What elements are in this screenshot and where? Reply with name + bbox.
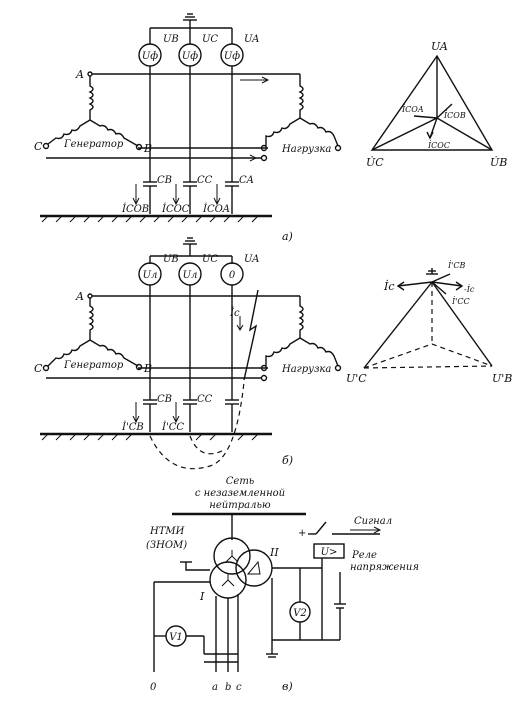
vector-label: U̇B: [490, 156, 507, 169]
cap-label: CA: [239, 175, 254, 186]
meter-label: Uф: [142, 51, 158, 62]
phase-voltage-label: UC: [202, 34, 218, 45]
generator-label: Генератор: [63, 139, 124, 150]
current-label: İCOA: [202, 203, 230, 215]
vector-label: İc: [383, 279, 395, 293]
generator-winding-a: C B Генератор: [34, 76, 152, 155]
caption-c: в): [282, 680, 293, 693]
current-label: İCOB: [121, 203, 149, 215]
voltmeter-a-a: Uф: [220, 43, 244, 67]
vector-label: İ'CB: [447, 261, 465, 270]
voltmeter-a-b: 0: [220, 262, 244, 286]
phase-voltage-label: UB: [163, 254, 179, 265]
vector-label: İCOB: [443, 111, 466, 120]
transformer-alt-label: (ЗНОМ): [146, 540, 187, 551]
current-label: İ'CC: [161, 421, 184, 433]
phase-voltage-label: UC: [202, 254, 218, 265]
ground-symbol-top-a: [149, 13, 233, 44]
network-label-line1: Сеть: [226, 476, 255, 487]
vector-label: UA: [431, 40, 448, 53]
node-c-label: C: [34, 140, 43, 153]
capacitor-c-a: [183, 181, 197, 214]
node-b-label: B: [143, 362, 152, 375]
generator-label: Генератор: [63, 360, 124, 371]
meter-label: Uл: [183, 270, 198, 281]
signal-label: Сигнал: [354, 516, 392, 527]
generator-winding-b: C B Генератор: [34, 298, 152, 375]
capacitor-b-a: [143, 181, 157, 214]
meter-label: Uф: [182, 51, 198, 62]
phase-voltage-label: UA: [244, 34, 259, 45]
phase-voltage-label: UA: [244, 254, 259, 265]
network-label-line3: нейтралью: [209, 500, 271, 511]
load-label: Нагрузка: [281, 144, 331, 155]
capacitor-c-b: [183, 399, 197, 432]
terminal-label: a: [212, 682, 218, 693]
winding-2-label: II: [269, 546, 279, 559]
vector-diagram-b: İc -İc İ'CB İ'CC U'C U'B: [346, 261, 512, 385]
capacitor-a-b: [225, 399, 239, 432]
vector-label: İ'CC: [451, 297, 470, 306]
cap-label: CC: [197, 175, 213, 186]
vector-label: İCOA: [401, 105, 424, 114]
transformer-label: НТМИ: [149, 526, 185, 537]
transformer-primary: [213, 537, 251, 575]
v1-label: V1: [169, 632, 183, 643]
current-label: İ'CB: [121, 421, 144, 433]
vector-label: U'B: [492, 372, 512, 385]
voltmeter-b-a: Uф: [138, 43, 162, 67]
load-winding-a: Нагрузка: [260, 74, 342, 162]
terminal-label: b: [225, 682, 231, 693]
vector-diagram-a: UA U̇C U̇B İCOA İCOB İCOC: [366, 40, 507, 169]
caption-b: б): [282, 454, 293, 467]
fault-bolt: [243, 289, 259, 381]
diagram-b: Uл Uл 0 UB UC UA A C B Генератор: [34, 237, 512, 470]
voltmeter-c-b: Uл: [178, 262, 202, 286]
plus-sign: +: [298, 528, 306, 539]
meter-label: Uл: [143, 270, 158, 281]
node-b-label: B: [143, 142, 152, 155]
cap-label: CC: [197, 394, 213, 405]
terminal-label: c: [236, 682, 242, 693]
vector-label: İCOC: [427, 141, 450, 150]
earth-line-a: [40, 214, 272, 223]
vector-label: U̇C: [366, 156, 384, 169]
cap-label: CB: [157, 394, 172, 405]
node-a-label: A: [75, 290, 84, 303]
cap-label: CB: [157, 175, 172, 186]
fault-current-label: İc: [229, 307, 240, 319]
fault-path-dashed: [149, 381, 245, 470]
meter-label: 0: [229, 270, 236, 281]
relay-label-2: напряжения: [350, 562, 419, 573]
capacitor-a-a: [225, 181, 239, 214]
v2-label: V2: [293, 608, 307, 619]
winding-1-label: I: [199, 590, 205, 603]
diagram-a: Uф Uф Uф UB UC UA A: [34, 13, 507, 243]
diagram-c: Сеть с незаземленной нейтралью НТМИ (ЗНО…: [146, 476, 419, 693]
meter-label: Uф: [224, 51, 240, 62]
network-label-line2: с незаземленной: [195, 488, 285, 499]
node-a-label: A: [75, 68, 84, 81]
terminal-label: 0: [150, 682, 157, 693]
phase-voltage-label: UB: [163, 34, 179, 45]
current-label: İCOC: [161, 203, 190, 215]
voltmeter-b-b: Uл: [138, 262, 162, 286]
voltmeter-c-a: Uф: [178, 43, 202, 67]
vector-label: -İc: [464, 285, 475, 294]
relay-symbol: U>: [321, 547, 338, 558]
caption-a: а): [282, 230, 293, 243]
load-winding-b: Нагрузка: [260, 296, 342, 382]
node-c-label: C: [34, 362, 43, 375]
fault-path-dashed: [189, 435, 225, 455]
voltage-relay: [313, 543, 345, 559]
load-label: Нагрузка: [281, 364, 331, 375]
capacitor-b-b: [143, 399, 157, 432]
earth-line-b: [40, 432, 272, 441]
vector-label: U'C: [346, 372, 367, 385]
relay-label-1: Реле: [351, 550, 377, 561]
